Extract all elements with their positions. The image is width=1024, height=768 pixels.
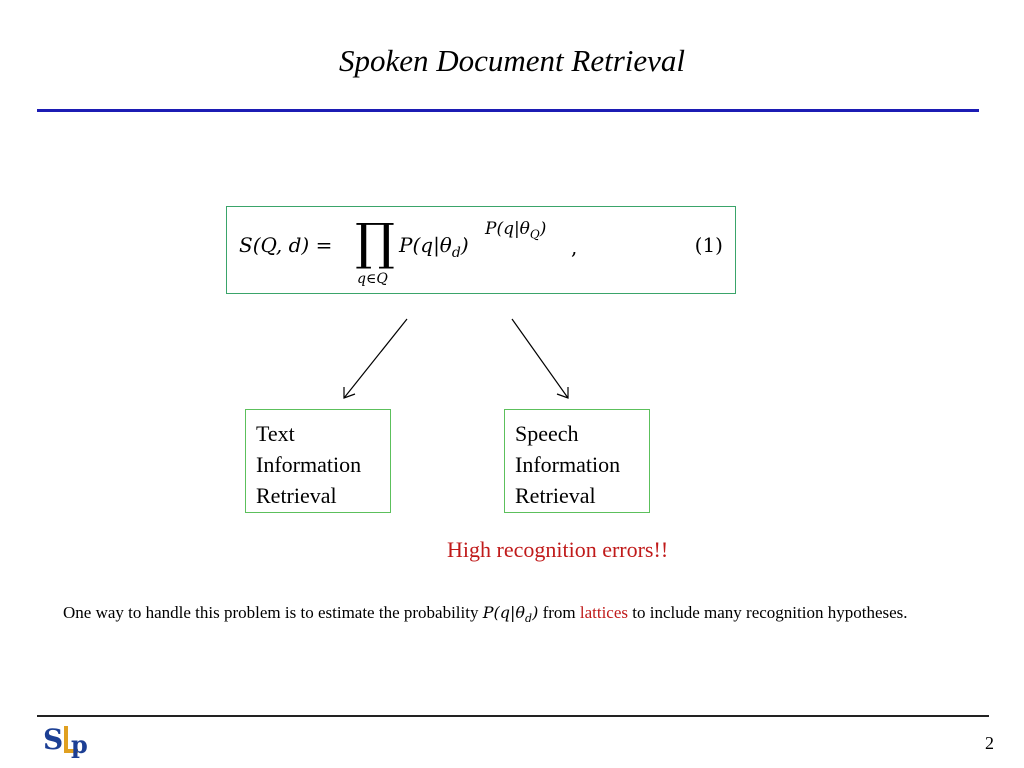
product-symbol: ∏ <box>355 213 395 271</box>
speech-ir-line: Information <box>515 452 621 477</box>
svg-text:p: p <box>71 730 88 759</box>
equation-term-sub: d <box>451 245 461 261</box>
note-middle: from <box>538 603 580 622</box>
arrow-left-head <box>343 387 356 399</box>
note-prob-close: ) <box>532 603 539 622</box>
slide-title: Spoken Document Retrieval <box>338 43 686 78</box>
note-before: One way to handle this problem is to est… <box>63 603 483 622</box>
note-prob-main: P(q|θ <box>482 603 526 622</box>
equation-term: P(q|θd) <box>399 233 469 261</box>
speech-ir-line: Retrieval <box>515 483 596 508</box>
note-after: to include many recognition hypotheses. <box>628 603 908 622</box>
svg-text:S: S <box>43 723 63 756</box>
speech-ir-line: Speech <box>515 421 579 446</box>
text-ir-line: Retrieval <box>256 483 337 508</box>
problem-note: One way to handle this problem is to est… <box>63 601 973 631</box>
text-ir-line: Text <box>256 421 295 446</box>
equation-box: S(Q, d) = ∏ q∈Q P(q|θd) P(q|θQ) , (1) <box>226 206 736 294</box>
slp-logo: S p <box>43 723 88 759</box>
text-ir-line: Information <box>256 452 362 477</box>
product-subscript: q∈Q <box>357 271 388 287</box>
title-divider <box>37 109 979 112</box>
equation-exponent-sub: Q <box>529 227 540 242</box>
speech-ir-box: Speech Information Retrieval <box>504 409 650 513</box>
equation-exponent-close: ) <box>539 219 547 239</box>
arrow-right-line <box>511 318 569 399</box>
note-probability: P(q|θd) <box>482 603 539 626</box>
text-ir-box: Text Information Retrieval <box>245 409 391 513</box>
equation-lhs: S(Q, d) = <box>239 233 333 257</box>
equation-comma: , <box>571 235 578 259</box>
equation-exponent-main: P(q|θ <box>485 219 530 239</box>
page-number: 2 <box>985 733 994 753</box>
equation-term-main: P(q|θ <box>399 233 452 257</box>
equation-term-close: ) <box>460 233 469 257</box>
equation-number: (1) <box>694 233 723 257</box>
footer-divider <box>37 715 989 717</box>
arrow-left-line <box>343 318 408 399</box>
equation-exponent: P(q|θQ) <box>485 219 546 241</box>
arrow-right-head <box>556 387 569 399</box>
note-highlight: lattices <box>579 603 629 622</box>
note-prob-sub: d <box>525 612 533 626</box>
errors-note: High recognition errors!! <box>447 537 669 562</box>
